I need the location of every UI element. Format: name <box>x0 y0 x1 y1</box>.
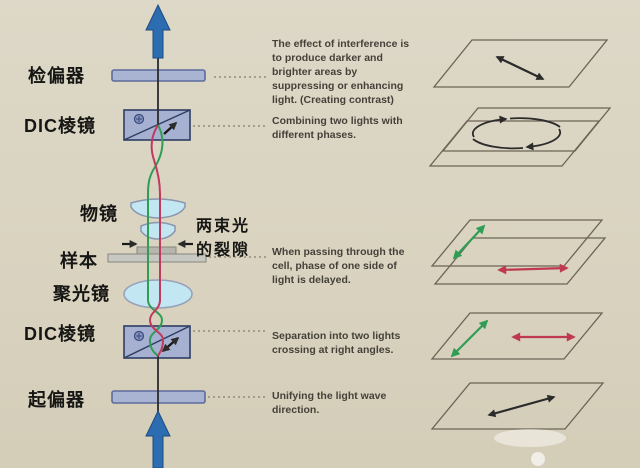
polarization-plane-2 <box>428 107 612 167</box>
label-slit-line2: 的裂隙 <box>196 242 251 259</box>
annotation-separation: Separation into two lights crossing at r… <box>272 330 401 356</box>
label-analyzer: 检偏器 <box>28 66 85 86</box>
polarization-plane-5 <box>430 382 605 430</box>
annotation-combining: Combining two lights with different phas… <box>272 115 403 141</box>
rotation-ellipse-arrows <box>471 115 562 151</box>
shear-direction-icon <box>163 121 178 135</box>
annotation-unifying: Unifying the light wave direction. <box>272 390 387 416</box>
specimen-stage <box>107 246 207 263</box>
label-specimen: 样本 <box>60 251 98 271</box>
beam-red <box>148 124 165 357</box>
annotation-interference: The effect of interference is to produce… <box>272 38 410 106</box>
label-polarizer: 起偏器 <box>28 390 85 410</box>
prism-axis-icon <box>133 330 145 342</box>
polarization-plane-1 <box>432 39 609 88</box>
output-light-arrow <box>145 3 171 59</box>
prism-axis-icon <box>133 113 145 125</box>
label-objective: 物镜 <box>80 204 118 224</box>
leader-lines <box>193 76 266 398</box>
label-condenser: 聚光镜 <box>53 284 110 304</box>
highlight-smudge <box>494 429 566 466</box>
input-light-arrow <box>145 409 171 468</box>
label-dic-prism-upper: DIC棱镜 <box>24 116 96 136</box>
annotation-phase-delay: When passing through the cell, phase of … <box>272 246 405 286</box>
label-dic-prism-lower: DIC棱镜 <box>24 324 96 344</box>
polarization-plane-4 <box>430 312 604 360</box>
objective-lens <box>130 198 186 240</box>
polarization-plane-3 <box>430 219 607 285</box>
label-slit-line1: 两束光 <box>196 218 251 235</box>
shear-direction-icon <box>161 336 180 353</box>
condenser-lens <box>123 279 193 309</box>
